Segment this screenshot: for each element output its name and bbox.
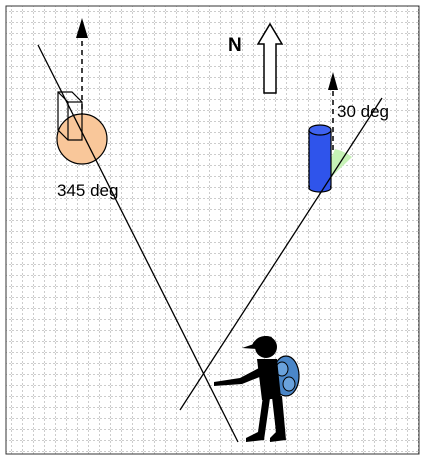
bearing-label-right: 30 deg [337, 102, 389, 121]
north-label: N [228, 35, 242, 56]
north-reference-right [328, 72, 338, 150]
sight-line-right [179, 97, 383, 411]
hiker-icon [214, 336, 300, 442]
diagram-border [5, 5, 420, 455]
bearing-label-left: 345 deg [57, 181, 118, 200]
sight-line-left [37, 44, 239, 443]
north-arrow [256, 22, 284, 94]
grid-background [6, 6, 419, 454]
landmark-right-cylinder [308, 124, 332, 193]
